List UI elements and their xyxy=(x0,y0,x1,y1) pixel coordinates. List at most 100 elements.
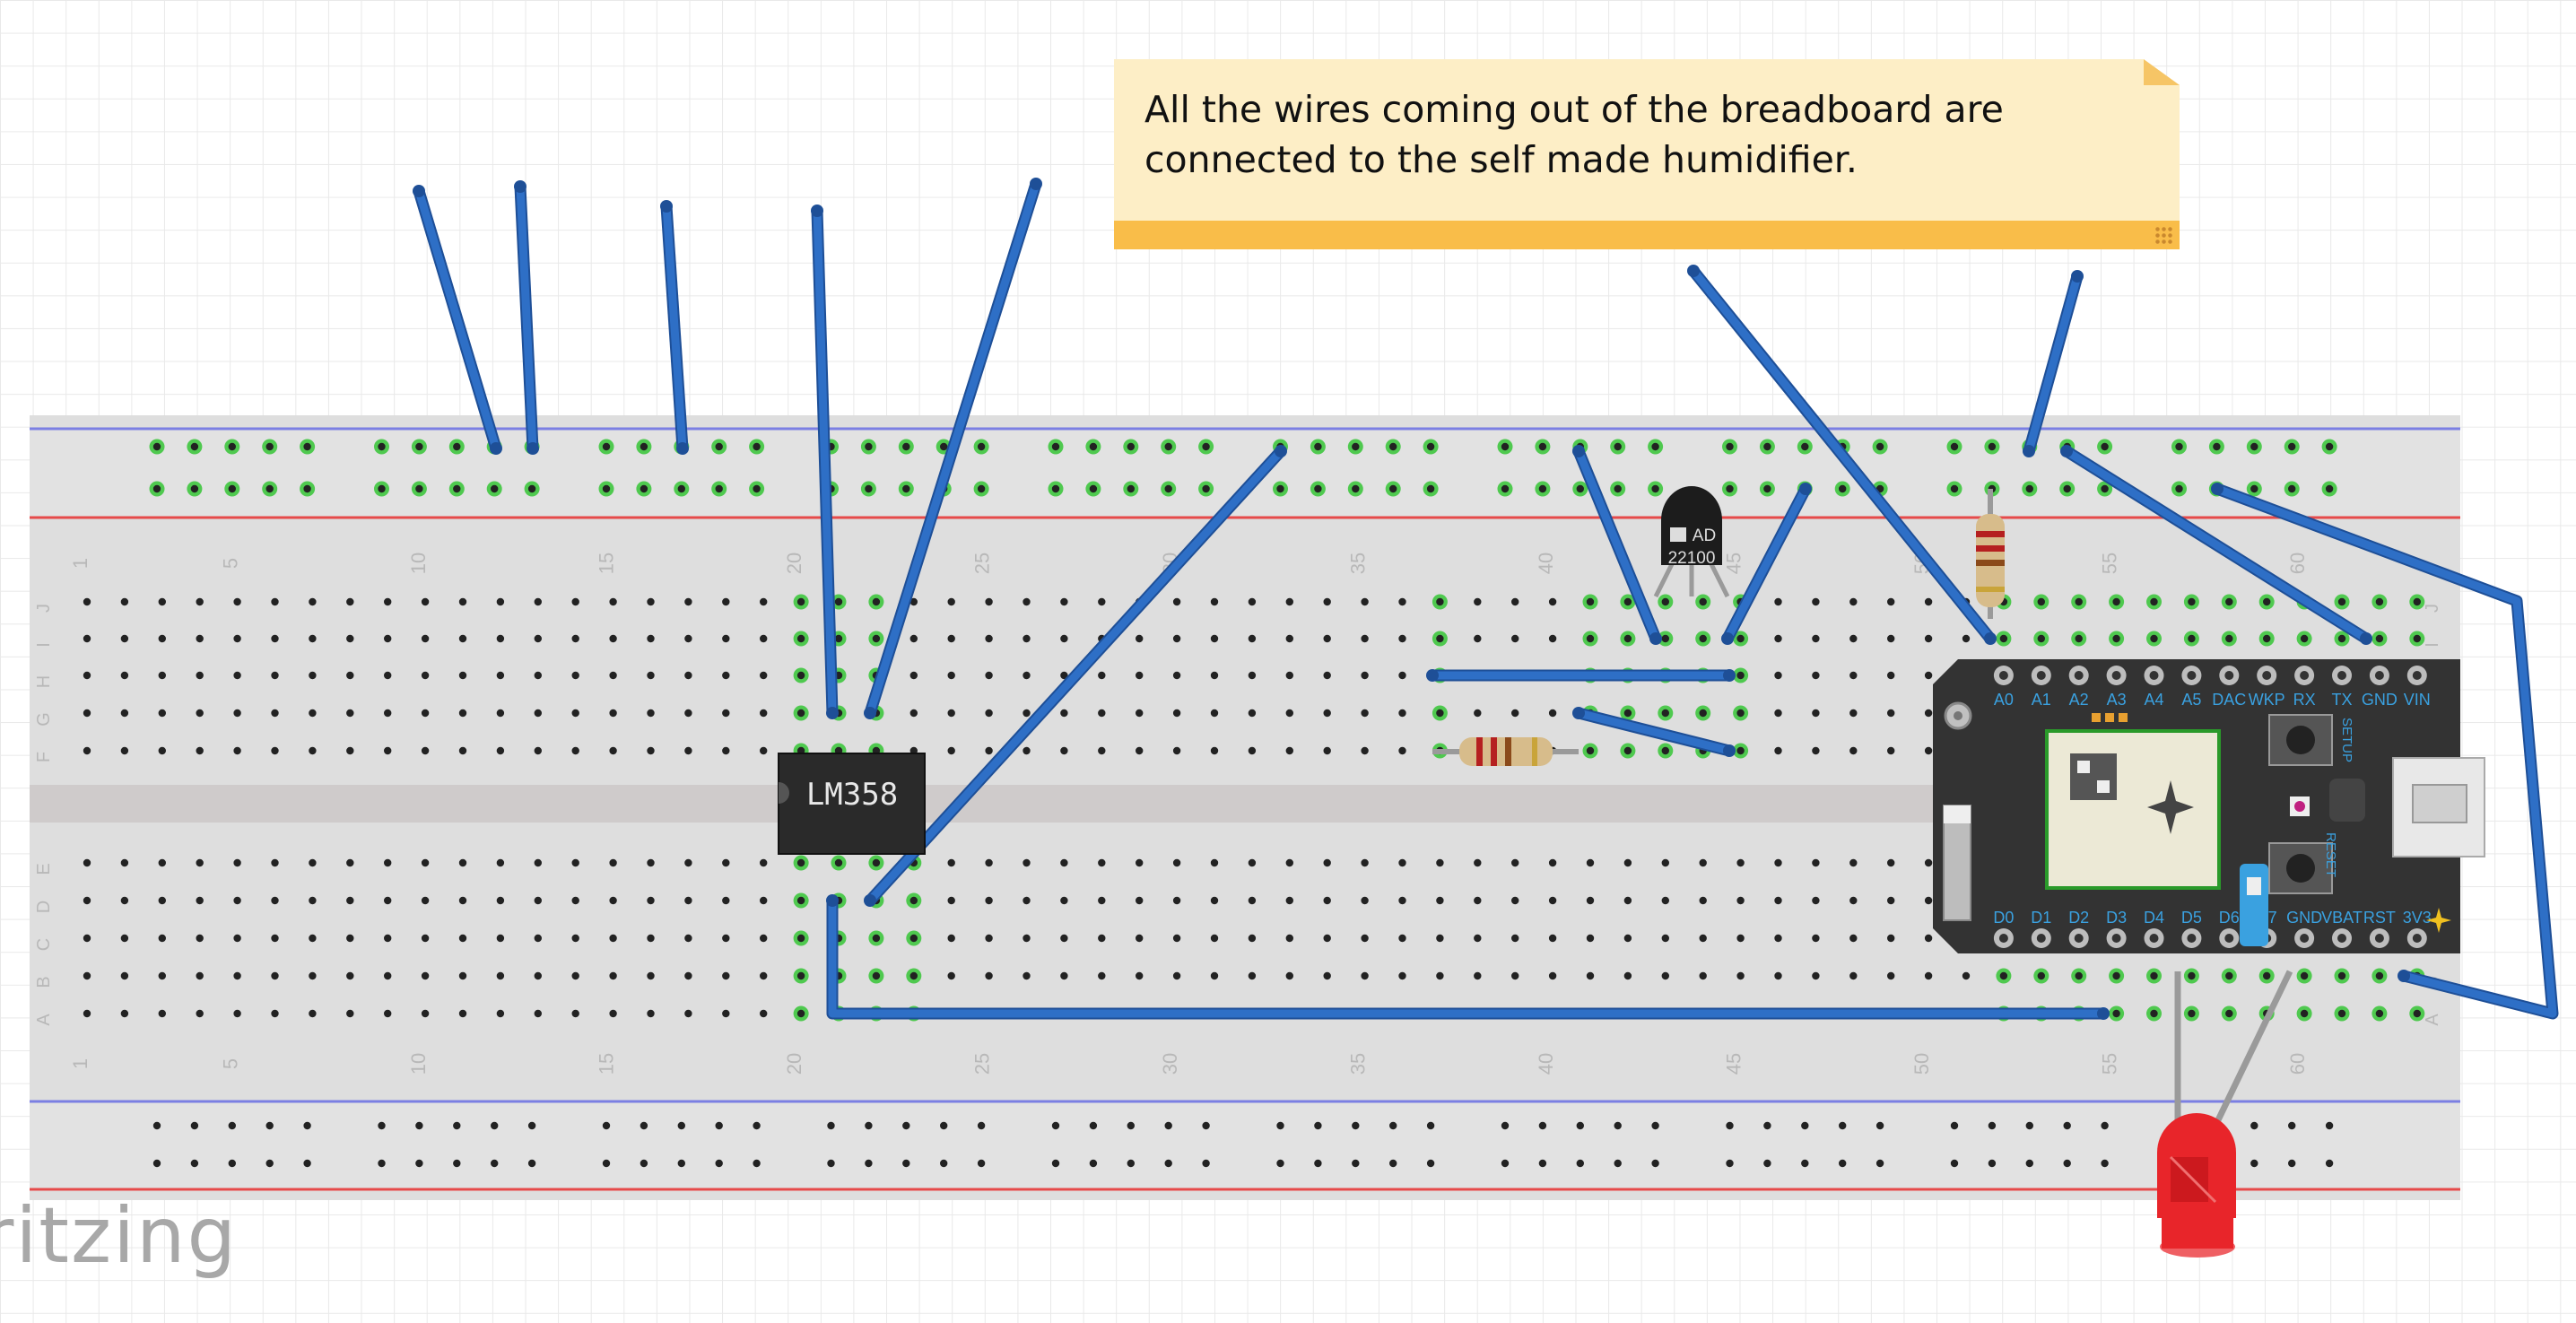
wire-endpoint[interactable] xyxy=(864,894,876,907)
wire-endpoint[interactable] xyxy=(676,442,689,455)
wire-endpoint[interactable] xyxy=(864,707,876,719)
wire-endpoint[interactable] xyxy=(490,442,502,455)
wire-endpoint[interactable] xyxy=(1572,445,1585,457)
wire-endpoint[interactable] xyxy=(826,707,839,719)
wire[interactable] xyxy=(866,179,1040,718)
hole xyxy=(1699,597,1707,606)
wire[interactable] xyxy=(662,202,687,453)
hole xyxy=(83,971,91,980)
hole xyxy=(571,1009,579,1018)
wire-endpoint[interactable] xyxy=(1723,669,1736,682)
wire[interactable] xyxy=(2213,484,2557,1018)
hole xyxy=(684,709,692,718)
wire-endpoint[interactable] xyxy=(527,442,539,455)
hole xyxy=(1812,634,1820,643)
hole xyxy=(2075,634,2083,643)
hole xyxy=(760,1009,768,1018)
wire[interactable] xyxy=(1574,709,1734,755)
wire-endpoint[interactable] xyxy=(2023,445,2035,457)
hole xyxy=(1248,934,1257,943)
rail-hole xyxy=(378,484,386,493)
wire-endpoint[interactable] xyxy=(2211,483,2224,495)
hole xyxy=(1098,597,1106,606)
hole xyxy=(1172,634,1181,643)
wire[interactable] xyxy=(1689,266,1995,643)
wire-endpoint[interactable] xyxy=(1649,632,1662,645)
hole xyxy=(985,858,993,867)
hole xyxy=(196,597,204,606)
hole xyxy=(1474,934,1482,943)
temperature-sensor[interactable]: AD 22100 xyxy=(1653,486,1730,598)
wire-endpoint[interactable] xyxy=(2060,445,2073,457)
hole xyxy=(1849,934,1858,943)
hole xyxy=(158,709,166,718)
rail-hole xyxy=(977,484,986,493)
hole xyxy=(1774,709,1782,718)
rail-hole xyxy=(1051,1159,1060,1168)
hole xyxy=(796,896,805,905)
wire[interactable] xyxy=(2062,447,2371,643)
resistor-vertical[interactable] xyxy=(1976,489,2005,619)
wire-endpoint[interactable] xyxy=(2071,270,2084,283)
wire[interactable] xyxy=(2024,272,2082,456)
wire[interactable] xyxy=(1723,484,1810,643)
wire[interactable] xyxy=(813,206,837,718)
note-annotation[interactable]: All the wires coming out of the breadboa… xyxy=(1114,59,2180,249)
lm358-chip[interactable]: LM358 xyxy=(778,753,926,855)
hole xyxy=(1924,896,1933,905)
hole xyxy=(1661,709,1670,718)
rail-hole xyxy=(1089,442,1098,451)
wire-endpoint[interactable] xyxy=(826,894,839,907)
wire-endpoint[interactable] xyxy=(413,185,425,197)
wire-endpoint[interactable] xyxy=(1030,178,1042,190)
rail-hole xyxy=(378,1159,386,1168)
rail-hole xyxy=(1501,484,1510,493)
wire[interactable] xyxy=(516,182,537,453)
hole xyxy=(1887,746,1895,755)
hole xyxy=(1398,896,1406,905)
resistor-horizontal[interactable] xyxy=(1432,737,1579,766)
hole xyxy=(496,634,505,643)
wire[interactable] xyxy=(828,896,2108,1018)
wire-endpoint[interactable] xyxy=(1723,744,1736,757)
wire-endpoint[interactable] xyxy=(811,205,823,217)
wire-endpoint[interactable] xyxy=(2398,970,2410,982)
wire-endpoint[interactable] xyxy=(1687,265,1700,277)
wire-endpoint[interactable] xyxy=(1721,632,1734,645)
hole xyxy=(1023,934,1031,943)
hole xyxy=(309,896,317,905)
red-led[interactable] xyxy=(2157,970,2293,1258)
wire-endpoint[interactable] xyxy=(2097,1007,2110,1020)
hole xyxy=(271,858,279,867)
hole xyxy=(1248,746,1257,755)
wire-endpoint[interactable] xyxy=(1572,707,1585,719)
wire[interactable] xyxy=(866,447,1285,905)
wire-endpoint[interactable] xyxy=(1799,483,1812,495)
note-resize-grip-icon[interactable] xyxy=(2154,226,2174,246)
photon-pin-label: D6 xyxy=(2219,909,2240,927)
rail-hole xyxy=(1839,1121,1847,1130)
wire-endpoint[interactable] xyxy=(2360,632,2372,645)
rail-hole xyxy=(1801,442,1809,451)
wire-endpoint[interactable] xyxy=(1984,632,1997,645)
wire-endpoint[interactable] xyxy=(1426,669,1439,682)
hole xyxy=(1136,746,1144,755)
wire[interactable] xyxy=(1574,447,1660,643)
hole xyxy=(496,1009,505,1018)
photon-pin-label: 3V3 xyxy=(2403,909,2432,927)
hole xyxy=(271,934,279,943)
rail-hole xyxy=(827,1159,835,1168)
photon-pin-label: VIN xyxy=(2404,691,2431,709)
wire-endpoint[interactable] xyxy=(514,180,527,193)
wire[interactable] xyxy=(414,187,500,453)
wire-endpoint[interactable] xyxy=(660,200,673,213)
rail-hole xyxy=(2025,1159,2033,1168)
hole xyxy=(571,709,579,718)
rail-hole xyxy=(1538,484,1547,493)
wires[interactable] xyxy=(413,178,2559,1020)
column-number: 45 xyxy=(1723,1053,1745,1075)
wire-endpoint[interactable] xyxy=(1275,445,1287,457)
hole xyxy=(1060,934,1068,943)
